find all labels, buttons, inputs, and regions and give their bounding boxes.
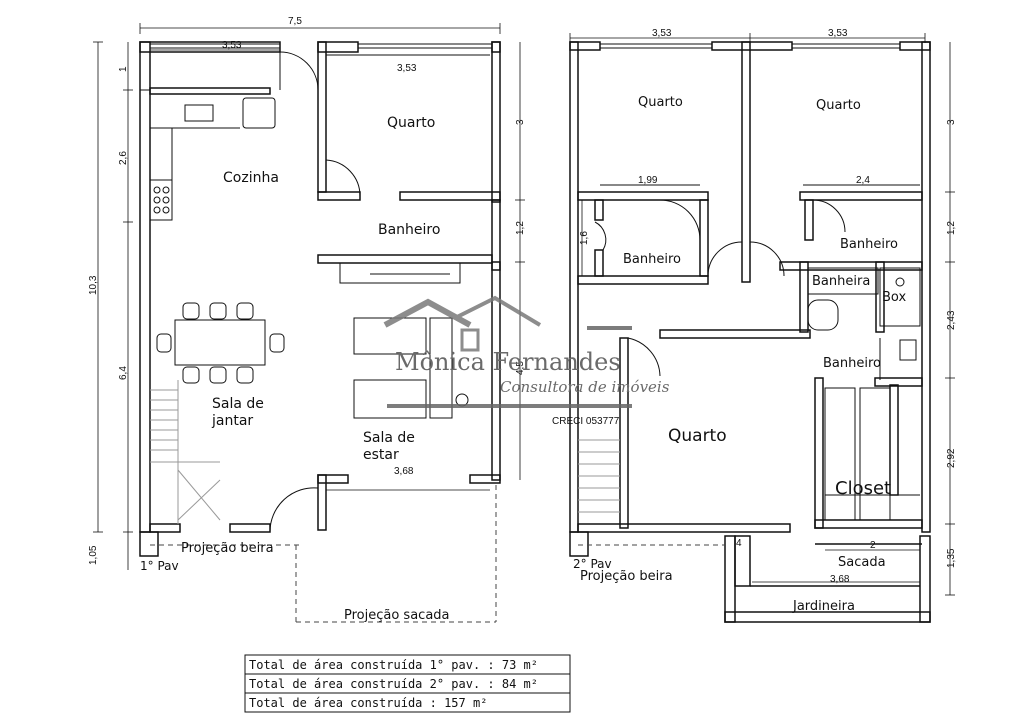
plan1-dining-table	[156, 302, 285, 384]
plan1-cozinha-label: Cozinha	[223, 170, 279, 186]
plan2-quarto-b-label: Quarto	[816, 98, 861, 113]
plan1-dim-estar: 3,68	[394, 466, 414, 477]
plan2-dim-right-1: 3	[946, 119, 957, 125]
plan1-quarto-label: Quarto	[387, 115, 435, 131]
plan2-dim-right-4: 2,92	[946, 448, 957, 468]
plan2-dim-inner-b: 2,4	[856, 175, 870, 186]
plan1-kitchen-fixtures	[149, 97, 276, 221]
plan1-dim-left-total: 10,3	[88, 275, 99, 295]
plan1-dim-right-2: 1,2	[515, 221, 526, 235]
plan1-dim-right-3: 4,5	[515, 361, 526, 375]
plan2-doors	[594, 199, 846, 377]
plan1-dim-top-left: 3,53	[222, 40, 242, 51]
plan2-dim-sacada: 2	[870, 540, 876, 551]
plan2-dim-top-a: 3,53	[652, 28, 672, 39]
plan1-dim-left-1: 1	[118, 66, 129, 72]
total-row-1: Total de área construída 1° pav. : 73 m²	[249, 658, 538, 672]
plan2-balcony	[724, 535, 931, 623]
plan2-dim-jardineira: 3,68	[830, 574, 850, 585]
plan2-windows	[600, 43, 920, 186]
plan1-estar-label-2: estar	[363, 447, 399, 463]
totals-table-frame	[244, 654, 571, 713]
plan2-dim-left-1: 1,6	[579, 231, 590, 245]
plan2-closet	[824, 387, 920, 521]
plan2-pav-label: 2° Pav	[573, 557, 612, 571]
total-row-2: Total de área construída 2° pav. : 84 m²	[249, 677, 538, 691]
plan2-dimension-lines	[569, 33, 955, 596]
plan1-stairs	[150, 380, 221, 524]
plan1-dim-top-total: 7,5	[288, 16, 302, 27]
plan2-dim-right-3: 2,43	[946, 310, 957, 330]
plan1-estar-label-1: Sala de	[363, 430, 415, 446]
plan1-projecao-beira-label: Projeção beira	[181, 541, 274, 556]
plan2-corner-label: 4	[736, 538, 742, 549]
plan2-banheira-label: Banheira	[812, 274, 870, 289]
plan2-sacada-label: Sacada	[838, 555, 886, 570]
plan2-banheiro-b-label: Banheiro	[840, 237, 898, 252]
plan2-stairs	[578, 439, 620, 513]
plan2-closet-label: Closet	[835, 478, 891, 499]
plan2-dim-right-5: 1,35	[946, 548, 957, 568]
plan2-walls	[569, 41, 931, 557]
plan1-dim-left-4: 1,05	[88, 545, 99, 565]
plan2-quarto-a-label: Quarto	[638, 95, 683, 110]
plan1-dim-quarto: 3,53	[397, 63, 417, 74]
plan2-dim-top-b: 3,53	[828, 28, 848, 39]
plan1-projecao-sacada-label: Projeção sacada	[344, 608, 450, 623]
plan1-pav-label: 1° Pav	[140, 559, 179, 573]
watermark-name: Mônica Fernandes	[395, 348, 621, 376]
plan1-banheiro-label: Banheiro	[378, 222, 440, 238]
watermark-logo	[383, 295, 632, 408]
total-row-3: Total de área construída : 157 m²	[249, 696, 487, 710]
plan2-bath-fixtures	[807, 267, 921, 380]
plan2-banheiro-a-label: Banheiro	[623, 252, 681, 267]
plan1-windows	[150, 43, 492, 56]
plan1-jantar-label-1: Sala de	[212, 396, 264, 412]
plan2-quarto-main-label: Quarto	[668, 426, 727, 446]
plan1-doors	[140, 51, 361, 533]
plan2-dim-right-2: 1,2	[946, 221, 957, 235]
plan1-projections	[150, 485, 497, 623]
plan2-box-label: Box	[882, 290, 906, 305]
plan1-sofas	[353, 317, 469, 419]
watermark-subtitle: Consultora de imóveis	[500, 378, 670, 396]
plan2-projecao-beira-label: Projeção beira	[580, 569, 673, 584]
plan1-dimension-lines	[93, 23, 525, 570]
plan1-dim-left-2: 2,6	[118, 151, 129, 165]
watermark-creci: CRECI 053777	[552, 416, 620, 427]
plan2-dim-inner-a: 1,99	[638, 175, 658, 186]
plan1-jantar-label-2: jantar	[211, 413, 253, 429]
plan1-dim-right-1: 3	[515, 119, 526, 125]
plan2-jardineira-label: Jardineira	[792, 599, 855, 614]
plan1-dim-left-3: 6,4	[118, 366, 129, 380]
plan2-banheiro-c-label: Banheiro	[823, 356, 881, 371]
plan1-walls	[139, 41, 501, 557]
